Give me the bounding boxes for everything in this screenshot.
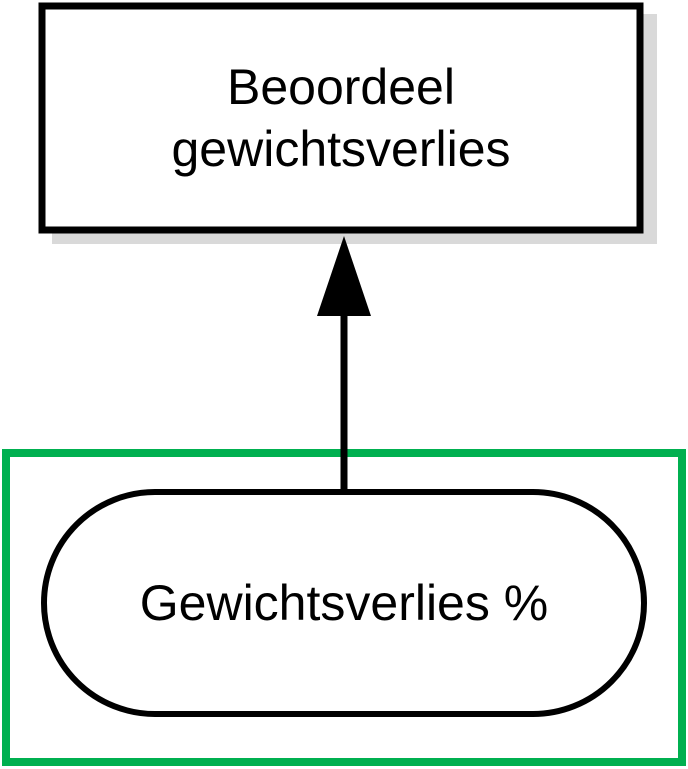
arrow-head-icon <box>317 236 371 316</box>
decision-label-line2: gewichtsverlies <box>171 121 511 177</box>
decision-node-label: Beoordeel gewichtsverlies <box>42 6 640 230</box>
input-node[interactable] <box>41 489 647 717</box>
decision-node[interactable] <box>38 2 644 234</box>
decision-label-line1: Beoordeel <box>227 59 455 115</box>
input-node-label: Gewichtsverlies % <box>139 575 549 631</box>
